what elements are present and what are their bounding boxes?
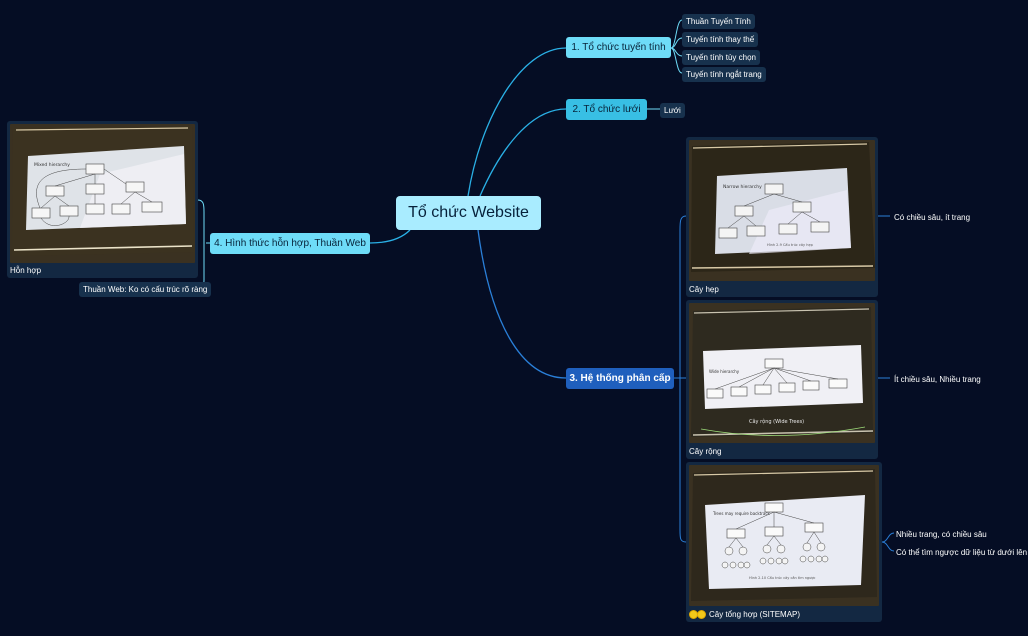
note-pure-web[interactable]: Thuần Web: Ko có cấu trúc rõ ràng (79, 282, 212, 297)
leaf-alternate-linear-label: Tuyến tính thay thế (686, 35, 755, 44)
sitemap-tree-photo: Trees may require backtrack (689, 465, 879, 606)
wide-tree-caption-label: Cây rộng (689, 447, 722, 456)
branch-mixed-web[interactable]: 4. Hình thức hỗn hợp, Thuần Web (210, 233, 370, 254)
leaf-grid[interactable]: Lưới (660, 103, 685, 118)
sitemap-tree-photo-title: Trees may require backtrack (712, 511, 771, 516)
branch-mixed-web-label: 4. Hình thức hỗn hợp, Thuần Web (214, 238, 366, 249)
wide-tree-photo-footer: Cây rộng (Wide Trees) (749, 418, 804, 425)
leaf-grid-label: Lưới (664, 106, 681, 115)
note-wide-tree-label: Ít chiều sâu, Nhiều trang (894, 375, 981, 384)
note-sitemap-many-pages-label: Nhiều trang, có chiều sâu (896, 530, 987, 539)
note-sitemap-backtrack[interactable]: Có thể tìm ngược dữ liệu từ dưới lên (895, 545, 1028, 560)
card-sitemap-tree[interactable]: Trees may require backtrack (686, 462, 882, 622)
central-topic-label: Tổ chức Website (408, 204, 529, 221)
branch-grid-label: 2. Tổ chức lưới (572, 104, 641, 115)
central-topic[interactable]: Tổ chức Website (396, 196, 541, 230)
mixed-caption-label: Hỗn hợp (10, 266, 42, 275)
branch-hierarchy-system[interactable]: 3. Hệ thống phân cấp (566, 368, 674, 389)
branch-hierarchy-label: 3. Hệ thống phân cấp (569, 373, 671, 384)
narrow-tree-photo-footer: Hình 2-9 Cấu trúc cây hẹp (767, 243, 814, 247)
narrow-tree-photo: Narrow hierarchy Hình 2-9 Cấu trúc cây h… (689, 140, 875, 281)
branch-linear-label: 1. Tổ chức tuyến tính (571, 42, 666, 53)
leaf-paginated-linear-label: Tuyến tính ngắt trang (686, 70, 762, 79)
note-narrow-tree-label: Có chiều sâu, ít trang (894, 213, 971, 222)
leaf-pure-linear-label: Thuần Tuyến Tính (686, 17, 751, 26)
card-narrow-tree[interactable]: Narrow hierarchy Hình 2-9 Cấu trúc cây h… (686, 137, 878, 297)
card-wide-tree[interactable]: Wide hierarchy Cây rộng (Wide Trees) Cây… (686, 300, 878, 459)
branch-grid-organization[interactable]: 2. Tổ chức lưới (566, 99, 647, 120)
leaf-paginated-linear[interactable]: Tuyến tính ngắt trang (682, 67, 766, 82)
note-wide-tree[interactable]: Ít chiều sâu, Nhiều trang (893, 372, 982, 387)
narrow-tree-caption: Cây hẹp (689, 284, 719, 295)
narrow-tree-caption-label: Cây hẹp (689, 285, 719, 294)
branch-linear-organization[interactable]: 1. Tổ chức tuyến tính (566, 37, 671, 58)
sitemap-tree-caption-label: Cây tổng hợp (SITEMAP) (709, 610, 801, 619)
note-sitemap-many-pages[interactable]: Nhiều trang, có chiều sâu (895, 527, 988, 542)
mixed-photo-title: Mixed hierarchy (34, 162, 70, 168)
leaf-alternate-linear[interactable]: Tuyến tính thay thế (682, 32, 759, 47)
smiley-pair-icon (689, 610, 706, 619)
narrow-tree-photo-title: Narrow hierarchy (723, 184, 762, 190)
sitemap-tree-caption: Cây tổng hợp (SITEMAP) (689, 609, 800, 620)
mixed-caption: Hỗn hợp (10, 265, 41, 276)
leaf-optional-linear[interactable]: Tuyến tính tùy chọn (682, 50, 760, 65)
note-pure-web-label: Thuần Web: Ko có cấu trúc rõ ràng (83, 285, 208, 294)
mixed-photo: Mixed hierarchy (10, 124, 195, 263)
card-mixed[interactable]: Mixed hierarchy Hỗn hợp (7, 121, 198, 278)
sitemap-tree-photo-footer: Hình 2-10 Cấu trúc cây cần tìm ngược (749, 576, 816, 580)
note-narrow-tree[interactable]: Có chiều sâu, ít trang (893, 210, 971, 225)
note-sitemap-backtrack-label: Có thể tìm ngược dữ liệu từ dưới lên (896, 548, 1028, 557)
wide-tree-photo-title: Wide hierarchy (709, 369, 740, 374)
wide-tree-caption: Cây rộng (689, 446, 721, 457)
leaf-pure-linear[interactable]: Thuần Tuyến Tính (682, 14, 755, 29)
leaf-optional-linear-label: Tuyến tính tùy chọn (686, 53, 756, 62)
wide-tree-photo: Wide hierarchy Cây rộng (Wide Trees) (689, 303, 875, 443)
